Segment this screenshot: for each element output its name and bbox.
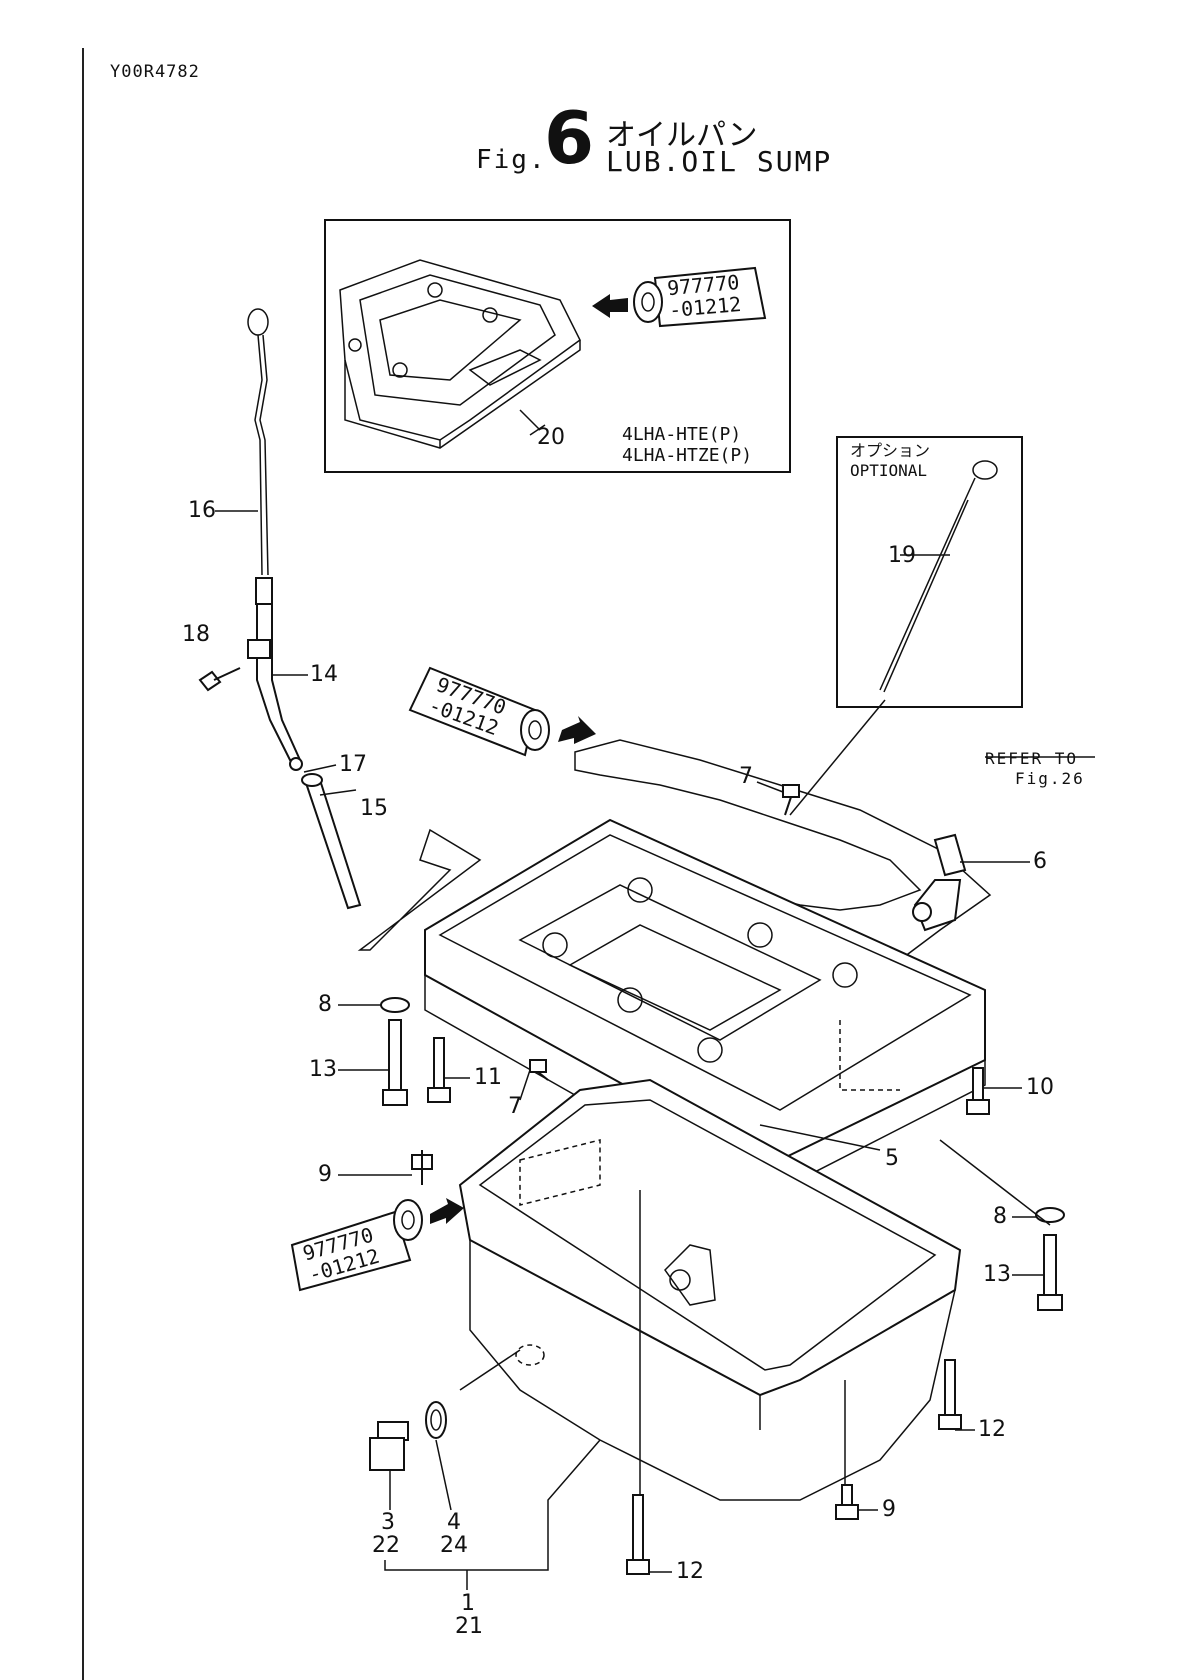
part-label-21: 21: [455, 1616, 483, 1638]
bolt-icon-11: [428, 1038, 450, 1102]
optional-label-jp: オプション: [850, 442, 930, 460]
inset-engine-sketch: [340, 260, 580, 448]
arrow-right-icon: [592, 294, 628, 318]
bolt-icon-18: [200, 668, 240, 690]
part-label-9-left: 9: [318, 1164, 332, 1186]
washer-icon-8a: [381, 998, 409, 1012]
oil-pan-lower: [460, 1080, 960, 1500]
refer-to-line2: Fig.26: [1015, 770, 1085, 788]
part-label-14: 14: [310, 664, 338, 686]
part-label-13-right: 13: [983, 1264, 1011, 1286]
bolt-icon-7-mid: [530, 1060, 548, 1080]
part-label-9-bottom: 9: [882, 1499, 896, 1521]
bolt-icon-9a: [412, 1150, 432, 1185]
part-label-17: 17: [339, 754, 367, 776]
part-label-16: 16: [188, 500, 216, 522]
inset-model-1: 4LHA-HTE(P): [622, 425, 741, 445]
part-label-7-top: 7: [739, 766, 753, 788]
part-label-12-bottom: 12: [676, 1561, 704, 1583]
dipstick-assembly: [248, 309, 360, 908]
part-label-15: 15: [360, 798, 388, 820]
bolt-icon-12b: [627, 1495, 649, 1574]
part-label-3: 3: [381, 1512, 395, 1534]
part-label-20: 20: [537, 427, 565, 449]
refer-to-line1: REFER TO: [985, 750, 1078, 768]
part-label-8-right: 8: [993, 1206, 1007, 1228]
tube-code-mid: 977770 -01212: [426, 672, 510, 740]
bolt-icon-9b: [836, 1485, 858, 1519]
part-label-7-mid: 7: [508, 1096, 522, 1118]
part-label-22: 22: [372, 1535, 400, 1557]
part-label-4: 4: [447, 1512, 461, 1534]
dipstick-icon: [880, 461, 997, 692]
part-label-5: 5: [885, 1148, 899, 1170]
drain-plug-3: [370, 1422, 408, 1470]
washer-icon-8b: [1036, 1208, 1064, 1222]
part-label-6: 6: [1033, 851, 1047, 873]
part-label-12-right: 12: [978, 1419, 1006, 1441]
part-label-11: 11: [474, 1067, 502, 1089]
part-label-24: 24: [440, 1535, 468, 1557]
tube-code-top: 977770 -01212: [666, 270, 742, 322]
part-label-19: 19: [888, 545, 916, 567]
arrow-right-icon: [558, 716, 596, 744]
optional-label-en: OPTIONAL: [850, 462, 927, 480]
tube-code-lower: 977770 -01212: [300, 1223, 382, 1287]
bolt-icon-13a: [383, 1020, 407, 1105]
elbow-fitting-6: [913, 835, 965, 930]
bolt-icon-13b: [1038, 1235, 1062, 1310]
part-label-1: 1: [461, 1593, 475, 1615]
part-label-18: 18: [182, 624, 210, 646]
inset-model-2: 4LHA-HTZE(P): [622, 446, 752, 466]
part-label-8-left: 8: [318, 994, 332, 1016]
washer-icon-4: [426, 1402, 446, 1438]
part-label-10: 10: [1026, 1077, 1054, 1099]
bolt-icon-7-top: [783, 785, 799, 815]
bolt-icon-12a: [939, 1360, 961, 1429]
part-label-13-left: 13: [309, 1059, 337, 1081]
arrow-right-icon: [430, 1198, 464, 1224]
